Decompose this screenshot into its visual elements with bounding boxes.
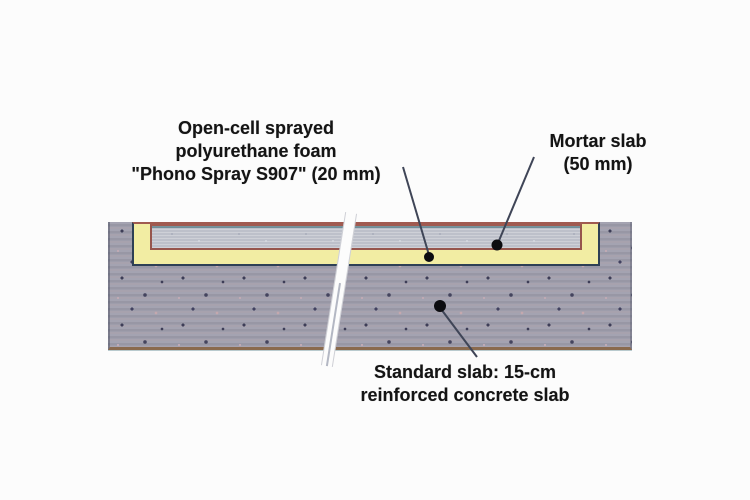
mortar-slab: [150, 224, 582, 250]
mortar-label: Mortar slab (50 mm): [519, 130, 677, 176]
standard-slab-label-line1: Standard slab: 15-cm: [373, 362, 557, 382]
foam-layer: [132, 222, 600, 266]
standard-slab-label-line2: reinforced concrete slab: [360, 385, 570, 405]
foam-label-line2: polyurethane foam: [175, 141, 337, 161]
standard-slab-label: Standard slab: 15-cm reinforced concrete…: [320, 361, 610, 407]
foam-label: Open-cell sprayed polyurethane foam "Pho…: [100, 117, 412, 186]
mortar-label-line2: (50 mm): [563, 154, 633, 174]
concrete-slab: [108, 222, 632, 350]
mortar-label-line1: Mortar slab: [549, 131, 647, 151]
foam-label-line3: "Phono Spray S907" (20 mm): [131, 164, 381, 184]
foam-label-line1: Open-cell sprayed: [177, 118, 335, 138]
